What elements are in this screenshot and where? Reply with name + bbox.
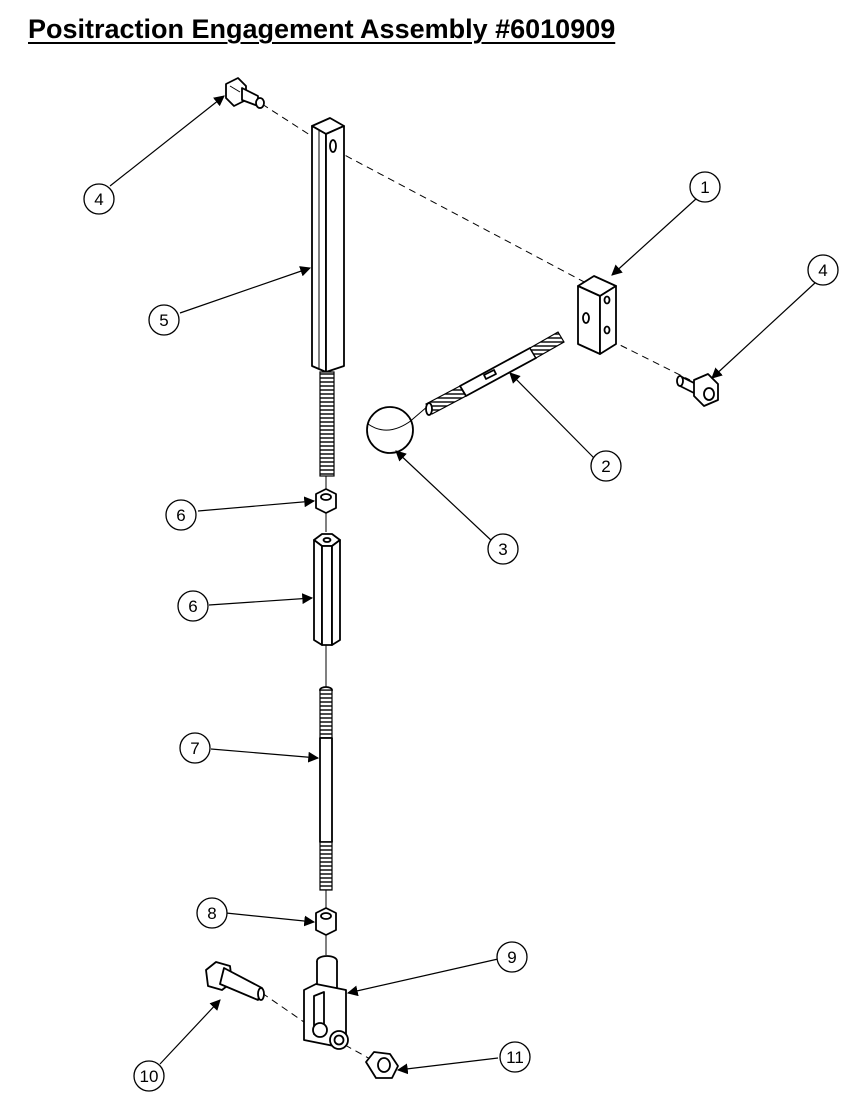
- callout-6: 6: [165, 499, 197, 531]
- callout-3: 3: [487, 533, 519, 565]
- callout-number: 10: [140, 1067, 159, 1086]
- callout-number: 2: [601, 457, 610, 476]
- center-line: [261, 992, 331, 1041]
- callout-number: 1: [700, 178, 709, 197]
- threaded-shaft: [425, 331, 565, 416]
- callout-6: 6: [177, 590, 209, 622]
- knob-ball: [366, 406, 414, 454]
- callout-8: 8: [196, 897, 228, 929]
- diagram-title: Positraction Engagement Assembly #601090…: [28, 14, 616, 44]
- callout-9: 9: [496, 941, 528, 973]
- engagement-block: [577, 275, 617, 355]
- callout-number: 4: [94, 190, 103, 209]
- callout-2: 2: [590, 450, 622, 482]
- threaded-stud: [319, 686, 333, 891]
- shoulder-bolt-right: [676, 373, 719, 407]
- callout-number: 4: [818, 261, 827, 280]
- callout-number: 6: [188, 597, 197, 616]
- center-line: [261, 103, 331, 149]
- hex-bolt: [205, 961, 265, 1001]
- center-line: [344, 1044, 373, 1061]
- callout-number: 5: [159, 311, 168, 330]
- callout-number: 8: [207, 904, 216, 923]
- callout-number: 3: [498, 540, 507, 559]
- hex-nut-clevis: [365, 1051, 399, 1079]
- callout-number: 9: [507, 948, 516, 967]
- callout-4: 4: [807, 254, 839, 286]
- shoulder-bolt-top: [225, 77, 265, 109]
- callout-number: 6: [176, 506, 185, 525]
- hex-coupler: [313, 533, 341, 646]
- callout-4: 4: [83, 183, 115, 215]
- hex-nut-upper: [315, 488, 337, 514]
- center-line: [609, 339, 691, 381]
- callout-1: 1: [689, 171, 721, 203]
- callout-5: 5: [148, 304, 180, 336]
- callout-11: 11: [499, 1041, 531, 1073]
- callout-10: 10: [133, 1060, 165, 1092]
- callout-number: 11: [506, 1048, 524, 1067]
- center-line: [334, 149, 591, 286]
- callout-number: 7: [190, 739, 199, 758]
- callout-7: 7: [179, 732, 211, 764]
- hex-nut-lower: [315, 907, 337, 936]
- clevis: [303, 955, 349, 1050]
- square-rod: [311, 117, 345, 477]
